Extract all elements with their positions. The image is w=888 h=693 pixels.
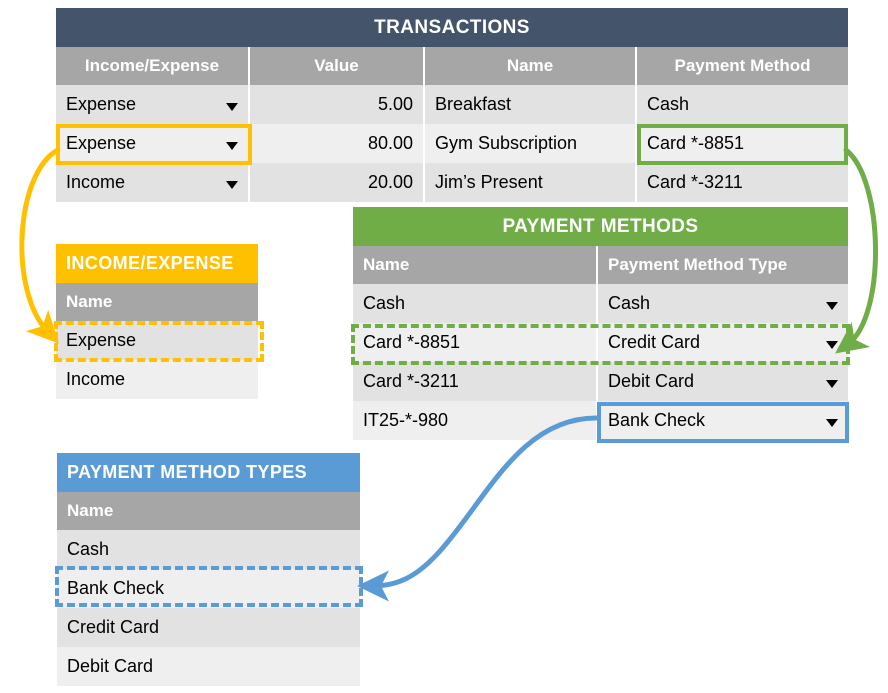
cell-name[interactable]: Gym Subscription — [425, 124, 637, 163]
cell-value[interactable]: 5.00 — [250, 85, 425, 124]
column-header-name[interactable]: Name — [425, 47, 637, 85]
cell-name[interactable]: Card *-3211 — [353, 362, 598, 401]
payment-method-types-title: PAYMENT METHOD TYPES — [57, 453, 360, 492]
cell-value[interactable]: 20.00 — [250, 163, 425, 202]
table-row: Card *-8851 Credit Card — [353, 323, 848, 362]
column-header-payment-method[interactable]: Payment Method — [637, 47, 848, 85]
cell-payment-method[interactable]: Cash — [637, 85, 848, 124]
cell-name[interactable]: Card *-8851 — [353, 323, 598, 362]
income-expense-table: INCOME/EXPENSE Name Expense Income — [56, 244, 258, 399]
table-row: Credit Card — [57, 608, 360, 647]
cell-name[interactable]: Cash — [353, 284, 598, 323]
cell-payment-method[interactable]: Card *-3211 — [637, 163, 848, 202]
table-row: Income 20.00 Jim’s Present Card *-3211 — [56, 163, 848, 202]
table-row: Bank Check — [57, 569, 360, 608]
table-row: Debit Card — [57, 647, 360, 686]
cell-payment-method-type[interactable]: Bank Check — [598, 401, 848, 440]
arrow-income-expense-link — [19, 147, 61, 344]
payment-methods-title: PAYMENT METHODS — [353, 207, 848, 246]
table-row: Cash — [57, 530, 360, 569]
caret-down-icon[interactable] — [226, 180, 238, 189]
cell-payment-method-type[interactable]: Credit Card — [598, 323, 848, 362]
income-expense-header-row: Name — [56, 283, 258, 321]
arrow-payment-method-link — [835, 147, 878, 354]
table-row: Card *-3211 Debit Card — [353, 362, 848, 401]
cell-name[interactable]: IT25-*-980 — [353, 401, 598, 440]
transactions-header-row: Income/Expense Value Name Payment Method — [56, 47, 848, 85]
payment-method-types-table: PAYMENT METHOD TYPES Name Cash Bank Chec… — [57, 453, 360, 686]
table-row: Expense 80.00 Gym Subscription Card *-88… — [56, 124, 848, 163]
cell-name[interactable]: Cash — [57, 530, 360, 569]
column-header-payment-method-type[interactable]: Payment Method Type — [598, 246, 848, 284]
cell-payment-method-type[interactable]: Debit Card — [598, 362, 848, 401]
payment-methods-table: PAYMENT METHODS Name Payment Method Type… — [353, 207, 848, 440]
payment-method-types-header-row: Name — [57, 492, 360, 530]
transactions-title: TRANSACTIONS — [56, 8, 848, 47]
cell-value[interactable]: 80.00 — [250, 124, 425, 163]
income-expense-title: INCOME/EXPENSE — [56, 244, 258, 283]
cell-name[interactable]: Breakfast — [425, 85, 637, 124]
table-row: Income — [56, 360, 258, 399]
payment-methods-header-row: Name Payment Method Type — [353, 246, 848, 284]
table-row: Expense 5.00 Breakfast Cash — [56, 85, 848, 124]
caret-down-icon[interactable] — [826, 301, 838, 310]
transactions-table: TRANSACTIONS Income/Expense Value Name P… — [56, 8, 848, 202]
table-row: Cash Cash — [353, 284, 848, 323]
cell-name[interactable]: Income — [56, 360, 258, 399]
caret-down-icon[interactable] — [226, 141, 238, 150]
column-header-value[interactable]: Value — [250, 47, 425, 85]
cell-income-expense[interactable]: Expense — [56, 124, 250, 163]
cell-payment-method-type[interactable]: Cash — [598, 284, 848, 323]
column-header-income-expense[interactable]: Income/Expense — [56, 47, 250, 85]
table-row: Expense — [56, 321, 258, 360]
caret-down-icon[interactable] — [826, 379, 838, 388]
cell-name[interactable]: Debit Card — [57, 647, 360, 686]
table-row: IT25-*-980 Bank Check — [353, 401, 848, 440]
caret-down-icon[interactable] — [226, 102, 238, 111]
column-header-name[interactable]: Name — [353, 246, 598, 284]
cell-name[interactable]: Jim’s Present — [425, 163, 637, 202]
cell-name[interactable]: Bank Check — [57, 569, 360, 608]
cell-income-expense[interactable]: Expense — [56, 85, 250, 124]
caret-down-icon[interactable] — [826, 418, 838, 427]
cell-payment-method[interactable]: Card *-8851 — [637, 124, 848, 163]
caret-down-icon[interactable] — [826, 340, 838, 349]
arrow-payment-method-type-link — [357, 415, 599, 602]
column-header-name[interactable]: Name — [57, 492, 360, 530]
cell-income-expense[interactable]: Income — [56, 163, 250, 202]
column-header-name[interactable]: Name — [56, 283, 258, 321]
cell-name[interactable]: Expense — [56, 321, 258, 360]
cell-name[interactable]: Credit Card — [57, 608, 360, 647]
